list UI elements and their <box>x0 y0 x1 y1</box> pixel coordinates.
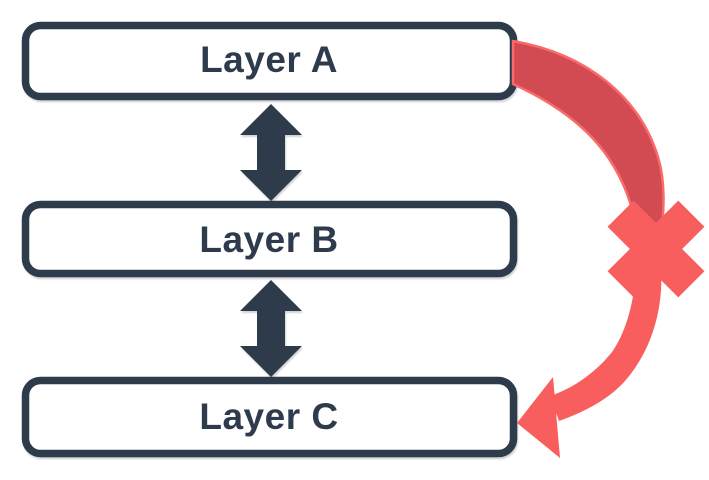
layer-a-label: Layer A <box>200 39 338 80</box>
layer-boxes <box>21 21 518 458</box>
forbidden-x-icon <box>607 200 705 298</box>
curved-arrow-head-icon <box>517 377 560 458</box>
layer-c-label: Layer C <box>199 396 338 437</box>
double-arrow-b-c-icon <box>240 280 302 377</box>
layer-c-box <box>21 376 518 458</box>
vertical-arrows <box>240 104 302 377</box>
double-arrow-a-b-icon <box>240 104 302 201</box>
x-bar-2 <box>607 200 705 298</box>
layer-b-label: Layer B <box>199 219 338 260</box>
layer-b-box <box>21 200 518 278</box>
